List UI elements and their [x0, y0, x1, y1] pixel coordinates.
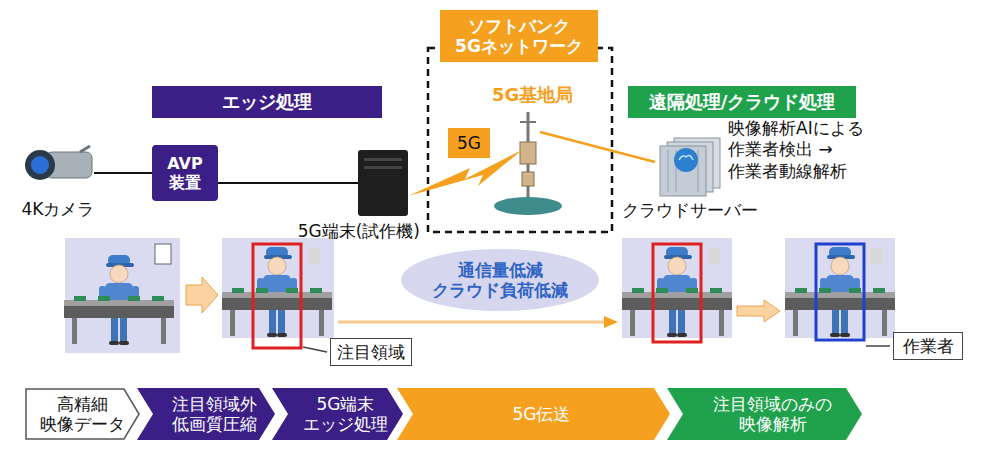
- node-text: 5G: [457, 133, 481, 153]
- node-text: 注目領域外 低画質圧縮: [172, 394, 257, 435]
- connector-line: [94, 172, 152, 174]
- callout-box: 作業者: [893, 332, 963, 360]
- camera-icon: 4Kカメラ: [22, 148, 94, 194]
- device-box: AVP 装置: [152, 145, 218, 201]
- terminal-icon: 5G端末(試作機): [358, 150, 408, 216]
- process-step: 5G伝送: [397, 388, 670, 440]
- node-text: AVP 装置: [167, 154, 202, 192]
- node-text: 5G伝送: [513, 404, 571, 424]
- station-label: 5G基地局: [492, 84, 573, 107]
- cloud-server-icon: クラウドサーバー: [658, 135, 722, 195]
- icon-label: 4Kカメラ: [22, 198, 95, 221]
- node-text: 作業者: [903, 336, 954, 356]
- node-text: ソフトバンク 5Gネットワーク: [455, 16, 583, 57]
- node-text: エッジ処理: [222, 91, 312, 113]
- section-band: エッジ処理: [152, 86, 382, 118]
- chevron-outline: [26, 389, 139, 439]
- process-step: 注目領域のみの 映像解析: [667, 388, 862, 440]
- process-step: 5G端末 エッジ処理: [272, 388, 403, 440]
- process-step: 高精細 映像データ: [25, 388, 140, 440]
- icon-label: クラウドサーバー: [622, 199, 758, 222]
- process-step: 注目領域外 低画質圧縮: [137, 388, 275, 440]
- chevron-outline: [397, 388, 670, 440]
- connector-line: [218, 182, 358, 184]
- chevron-outline: [137, 388, 275, 440]
- signal-box: 5G: [448, 128, 490, 158]
- node-text: 高精細 映像データ: [40, 394, 125, 435]
- node-text: 注目領域: [337, 342, 405, 362]
- section-band: 遠隔処理/クラウド処理: [628, 86, 856, 118]
- ellipse-outline: [401, 249, 599, 311]
- node-text: 5G端末 エッジ処理: [303, 394, 388, 435]
- callout-box: 注目領域: [330, 338, 412, 366]
- chevron-outline: [667, 388, 862, 440]
- analysis-note: 映像解析AIによる 作業者検出 →作業者動線解析: [728, 118, 864, 182]
- node-text: 遠隔処理/クラウド処理: [649, 91, 836, 113]
- node-text: 通信量低減 クラウド負荷低減: [432, 260, 568, 301]
- node-text: 注目領域のみの 映像解析: [713, 394, 832, 435]
- benefit-ellipse: 通信量低減 クラウド負荷低減: [400, 248, 600, 312]
- network-title-box: ソフトバンク 5Gネットワーク: [440, 10, 598, 62]
- icon-label: 5G端末(試作機): [298, 220, 420, 243]
- chevron-outline: [272, 388, 403, 440]
